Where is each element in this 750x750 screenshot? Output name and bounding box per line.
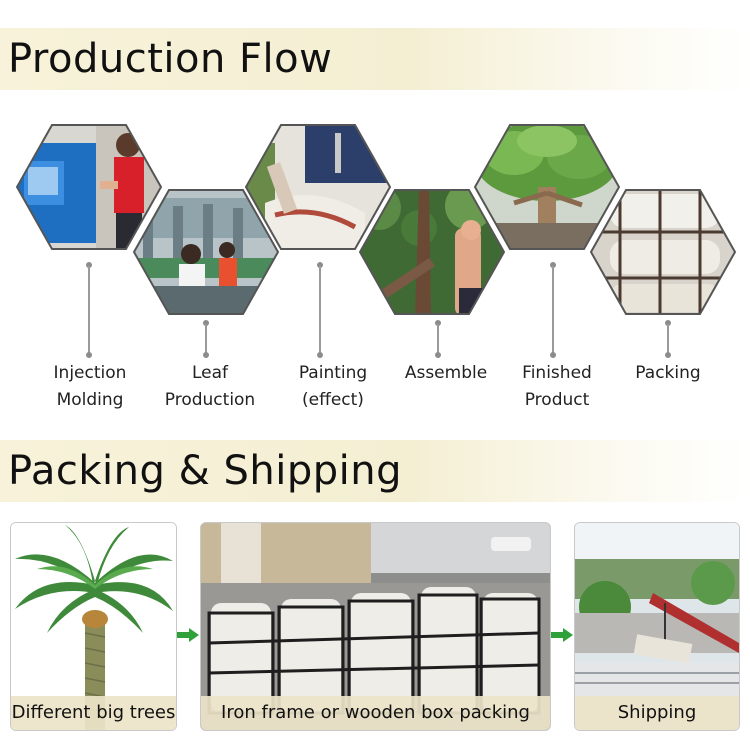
card-caption-different-big-trees: Different big trees (11, 696, 176, 730)
step-label-line1: Finished (522, 363, 592, 383)
step-marker-dot (665, 352, 671, 358)
step-label-line1: Packing (635, 363, 701, 383)
assemble-photo (359, 188, 505, 316)
step-connector (552, 266, 554, 356)
step-marker-dot (203, 320, 209, 326)
step-label-line1: Leaf (191, 363, 229, 383)
step-label-line1: Painting (298, 363, 368, 383)
step-marker-dot (435, 320, 441, 326)
arrow-right-icon (177, 628, 199, 642)
step-label-line1: Injection (53, 363, 127, 383)
production-flow-title: Production Flow (8, 36, 333, 82)
packing-shipping-banner: Packing & Shipping (0, 440, 750, 502)
production-flow-banner: Production Flow (0, 28, 750, 90)
packing-photo (590, 188, 736, 316)
step-connector (205, 324, 207, 356)
step-label-assemble: Assemble (386, 360, 506, 387)
step-marker-dot (203, 352, 209, 358)
step-connector (437, 324, 439, 356)
step-marker-dot (317, 262, 323, 268)
step-marker-dot (435, 352, 441, 358)
step-label-packing: Packing (608, 360, 728, 387)
step-marker-dot (86, 262, 92, 268)
step-marker-dot (317, 352, 323, 358)
injection-molding-photo (16, 123, 162, 251)
step-marker-dot (550, 352, 556, 358)
palm-tree-photo: Different big trees (10, 522, 177, 731)
step-label-injection-molding: Injection Molding (30, 360, 150, 414)
step-marker-dot (550, 262, 556, 268)
step-label-leaf-production: Leaf Production (150, 360, 270, 414)
step-marker-dot (86, 352, 92, 358)
packing-shipping-title: Packing & Shipping (8, 448, 402, 494)
painting-photo (245, 123, 391, 251)
step-marker-dot (665, 320, 671, 326)
step-label-line2: (effect) (302, 390, 364, 410)
step-label-line2: Product (524, 390, 590, 410)
step-label-line1: Assemble (404, 363, 488, 383)
step-connector (319, 266, 321, 356)
leaf-production-photo (133, 188, 279, 316)
finished-product-photo (474, 123, 620, 251)
step-label-line2: Molding (56, 390, 124, 410)
card-caption-shipping: Shipping (575, 696, 739, 730)
step-connector (88, 266, 90, 356)
arrow-right-icon (551, 628, 573, 642)
step-connector (667, 324, 669, 356)
shipping-crane-photo: Shipping (574, 522, 740, 731)
step-label-painting: Painting (effect) (273, 360, 393, 414)
iron-frame-packing-photo: Iron frame or wooden box packing (200, 522, 551, 731)
step-label-finished-product: Finished Product (497, 360, 617, 414)
step-label-line2: Production (164, 390, 256, 410)
card-caption-iron-frame-packing: Iron frame or wooden box packing (201, 696, 550, 730)
